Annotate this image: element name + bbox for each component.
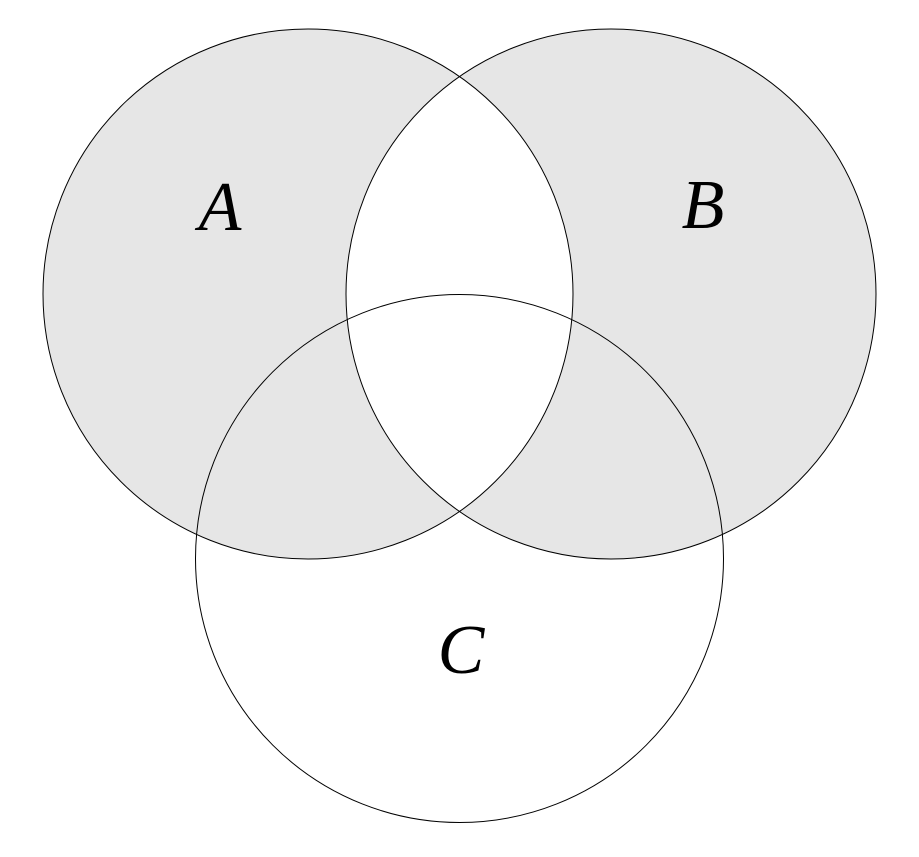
set-label-a: A xyxy=(195,169,242,246)
shaded-region-a-xor-b xyxy=(43,29,876,559)
circle-c-outline xyxy=(195,294,724,823)
circle-a-outline xyxy=(42,28,574,560)
set-label-c: C xyxy=(438,612,486,689)
set-label-b: B xyxy=(682,167,725,244)
circle-b-outline xyxy=(345,28,877,560)
